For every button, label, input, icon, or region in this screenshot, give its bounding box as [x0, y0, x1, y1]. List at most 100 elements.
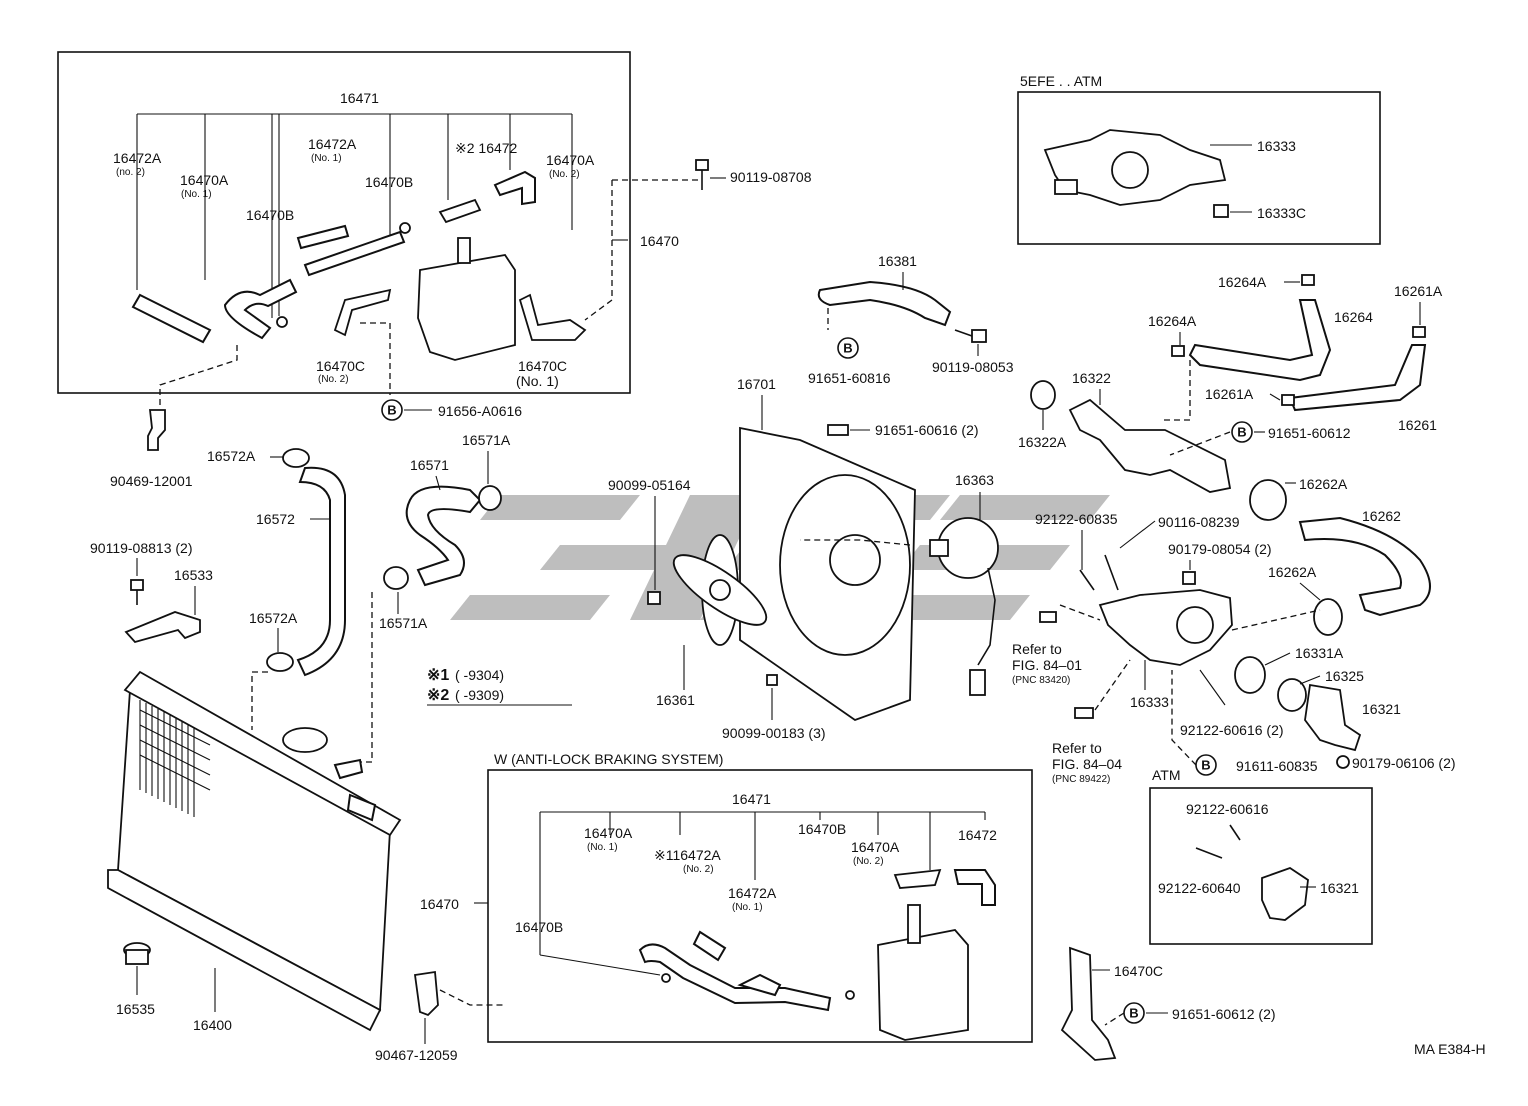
label-92122-60616-2: 92122-60616 (2) — [1180, 722, 1284, 738]
bolt-mark: B — [843, 341, 852, 356]
bolt-mark: B — [1201, 758, 1210, 773]
bracket-16533 — [124, 611, 201, 644]
label-16381: 16381 — [878, 253, 917, 269]
gasket-16325 — [1277, 678, 1307, 712]
legend-mark-2: ※2 — [427, 687, 449, 704]
note-116472A-abs: (No. 2) — [683, 864, 714, 875]
thermostat-16331A — [1234, 656, 1266, 694]
label-16470C-no2: 16470C — [316, 358, 365, 374]
legend-range-1: ( -9304) — [455, 667, 504, 683]
plug-16333C — [1213, 204, 1229, 218]
label-16400: 16400 — [193, 1017, 232, 1033]
cushion-16535 — [123, 942, 151, 965]
note-16472A-no1-abs: (No. 1) — [732, 902, 763, 913]
legend-range-2: ( -9309) — [455, 687, 504, 703]
label-16470-abs: 16470 — [420, 896, 459, 912]
clamp-16571A-a — [478, 485, 502, 511]
label-91651-60612-2: 91651-60612 (2) — [1172, 1006, 1276, 1022]
hose-16571 — [405, 485, 482, 587]
label-16471: 16471 — [340, 90, 379, 106]
label-16571A-a: 16571A — [462, 432, 511, 448]
label-16264A-b: 16264A — [1148, 313, 1197, 329]
fan-motor-16363 — [929, 517, 999, 696]
clamp-16572A-a — [282, 448, 310, 468]
label-16572A-b: 16572A — [249, 610, 298, 626]
label-16363: 16363 — [955, 472, 994, 488]
refer-1-line1: Refer to — [1012, 641, 1062, 657]
label-16262A-b: 16262A — [1268, 564, 1317, 580]
label-16470B-b: 16470B — [246, 207, 294, 223]
bolt-90119-08053 — [954, 329, 987, 343]
abs-box-header: W (ANTI-LOCK BRAKING SYSTEM) — [494, 751, 723, 767]
label-16470A-no2: 16470A — [546, 152, 595, 168]
label-16470B-abs-b: 16470B — [515, 919, 563, 935]
label-90467-12059: 90467-12059 — [375, 1047, 458, 1063]
clip-16261A-a — [1412, 326, 1426, 338]
bracket-16470C-no2 — [333, 288, 392, 337]
clamp-16262A-a — [1249, 479, 1287, 521]
bolt-90119-08708 — [695, 159, 709, 190]
label-16472-abs: 16472 — [958, 827, 997, 843]
abs-hoses — [638, 930, 855, 1012]
note-16472A-no1: (No. 1) — [311, 153, 342, 164]
refer-2-line2: FIG. 84–04 — [1052, 756, 1122, 772]
label-16471-abs: 16471 — [732, 791, 771, 807]
nut-90179-06106 — [1336, 755, 1350, 769]
label-92122-60835: 92122-60835 — [1035, 511, 1118, 527]
hose-16470A-no1 — [223, 278, 298, 340]
label-16261A-b: 16261A — [1205, 386, 1254, 402]
label-16470: 16470 — [640, 233, 679, 249]
atm-box — [1149, 787, 1373, 945]
clip-16264A-b — [1171, 345, 1185, 357]
atm-box-header: ATM — [1152, 767, 1181, 783]
label-90119-08708: 90119-08708 — [730, 169, 812, 185]
label-16321: 16321 — [1362, 701, 1401, 717]
label-16322A: 16322A — [1018, 434, 1067, 450]
label-16572A-a: 16572A — [207, 448, 256, 464]
label-16571: 16571 — [410, 457, 449, 473]
water-outlet-16333 — [1098, 589, 1233, 666]
clip-16470B — [276, 222, 411, 328]
bolt-mark-icon — [837, 337, 859, 359]
clip-16261A-b — [1281, 394, 1295, 406]
hose-16572 — [296, 466, 346, 677]
bracket-16470C-abs — [1060, 946, 1117, 1061]
sensor-83420 — [1039, 611, 1057, 623]
label-90179-08054: 90179-08054 (2) — [1168, 541, 1272, 557]
clamp-16262A-b — [1313, 598, 1343, 636]
label-16470B-a: 16470B — [365, 174, 413, 190]
note-16470C-no2: (No. 2) — [318, 374, 349, 385]
refer-1-pnc: (PNC 83420) — [1012, 675, 1070, 686]
label-16472A-no2: 16472A — [113, 150, 162, 166]
note-16470C-no1: (No. 1) — [516, 373, 559, 389]
bolt-90119-08813 — [130, 579, 144, 605]
label-16264A-a: 16264A — [1218, 274, 1267, 290]
label-16261A-a: 16261A — [1394, 283, 1443, 299]
note-16470A-no2-abs: (No. 2) — [853, 856, 884, 867]
gasket-16322A — [1030, 380, 1056, 410]
label-90119-08813: 90119-08813 (2) — [90, 540, 192, 556]
note-16470A-no2: (No. 2) — [549, 169, 580, 180]
label-16470C-abs: 16470C — [1114, 963, 1163, 979]
hose-16262 — [1298, 516, 1431, 617]
bolt-mark: B — [1129, 1006, 1138, 1021]
label-16333C: 16333C — [1257, 205, 1306, 221]
fan-blade-16361 — [672, 534, 768, 646]
label-91651-60816: 91651-60816 — [808, 370, 891, 386]
label-16361: 16361 — [656, 692, 695, 708]
label-16535: 16535 — [116, 1001, 155, 1017]
label-16325: 16325 — [1325, 668, 1364, 684]
abs-box — [487, 769, 1033, 1043]
nut-90099-05164 — [647, 591, 661, 605]
label-16470A-no1: 16470A — [180, 172, 229, 188]
label-16572: 16572 — [256, 511, 295, 527]
label-16701: 16701 — [737, 376, 776, 392]
label-90119-08053: 90119-08053 — [932, 359, 1014, 375]
reservoir-tank — [417, 170, 536, 361]
label-91651-60616: 91651-60616 (2) — [875, 422, 979, 438]
label-16261: 16261 — [1398, 417, 1437, 433]
label-90116-08239: 90116-08239 — [1158, 514, 1240, 530]
sensor-89422 — [1074, 707, 1094, 719]
